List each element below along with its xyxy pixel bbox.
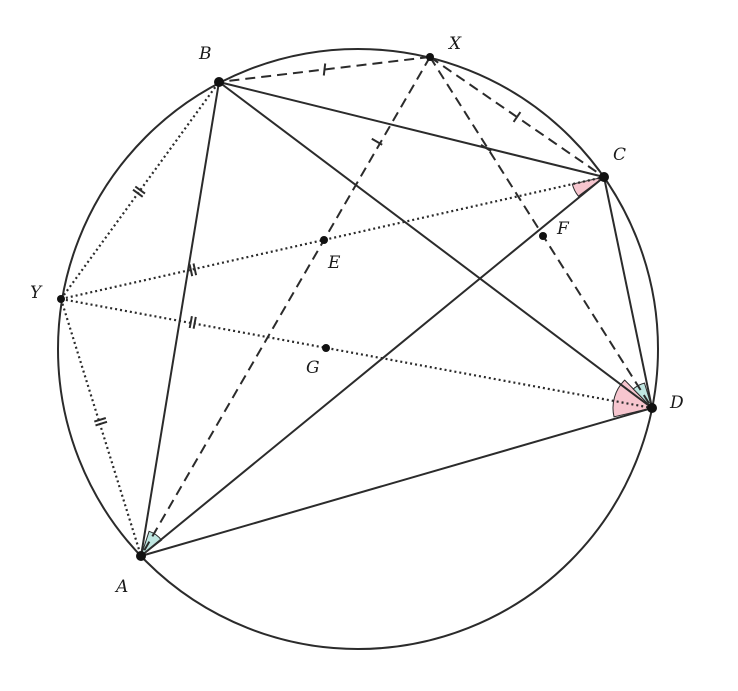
- segment-CD: [603, 176, 653, 409]
- tick-YE-2: [192, 263, 198, 276]
- point-F: [539, 232, 547, 240]
- tick-YG-1: [188, 316, 193, 329]
- tick-XB: [322, 63, 327, 76]
- point-B: [214, 77, 224, 87]
- point-G: [322, 344, 330, 352]
- circumcircle: [57, 48, 659, 650]
- tick-YA-2: [94, 417, 107, 423]
- point-Y: [57, 295, 65, 303]
- segment-BC: [218, 81, 605, 178]
- label-D: D: [669, 393, 684, 413]
- tick-YB-2: [134, 185, 146, 195]
- tick-YA-1: [95, 420, 108, 427]
- tick-XE: [371, 137, 383, 146]
- segment-AC: [140, 176, 605, 557]
- label-B: B: [198, 44, 212, 64]
- segment-XD: [429, 56, 653, 409]
- angle-mark-D-outer: [612, 379, 653, 418]
- point-D: [647, 403, 657, 413]
- point-C: [599, 172, 609, 182]
- label-Y: Y: [30, 283, 43, 303]
- tick-marks-single: [322, 63, 522, 153]
- segment-YC: [60, 175, 605, 301]
- label-F: F: [556, 219, 570, 239]
- tick-YE-1: [188, 264, 194, 277]
- angle-mark-C: [571, 176, 605, 197]
- tick-YG-2: [192, 316, 197, 329]
- segment-XB: [218, 56, 431, 83]
- label-X: X: [447, 34, 462, 54]
- point-A: [136, 551, 146, 561]
- segment-DA: [140, 407, 653, 557]
- tick-YB-1: [132, 188, 144, 198]
- label-G: G: [306, 358, 320, 378]
- tick-marks-double: [94, 185, 198, 427]
- segment-AB: [140, 81, 220, 557]
- segment-YA: [59, 298, 143, 557]
- point-E: [320, 236, 328, 244]
- point-X: [426, 53, 434, 61]
- label-A: A: [114, 577, 128, 597]
- tick-XF: [480, 143, 492, 153]
- label-E: E: [327, 253, 341, 273]
- tick-XC: [512, 111, 522, 123]
- label-C: C: [613, 145, 626, 165]
- segment-XA: [140, 56, 431, 557]
- segment-BD: [218, 81, 653, 409]
- segment-YD: [60, 297, 653, 410]
